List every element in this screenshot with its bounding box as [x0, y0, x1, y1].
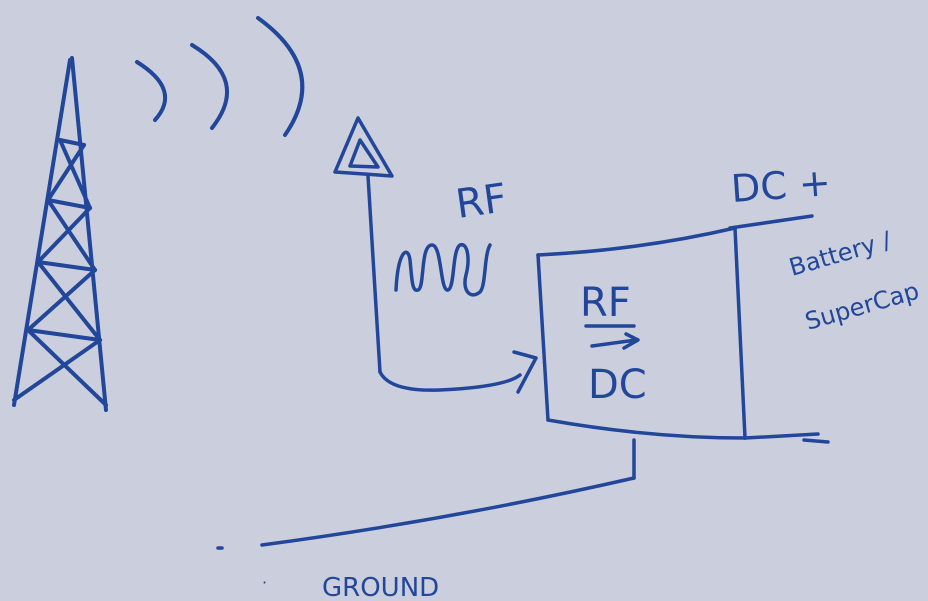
supercap-label: SuperCap — [802, 277, 922, 336]
rf-wave-icon — [394, 243, 492, 297]
tower-icon — [12, 56, 108, 412]
arrow-icon — [512, 350, 538, 394]
converter-rf-label: RF — [580, 280, 631, 326]
converter-dc-label: DC — [588, 362, 647, 408]
dc-output-leads — [728, 214, 830, 444]
rf-wave-label: RF — [453, 175, 510, 228]
dc-plus-label: DC + — [730, 160, 833, 211]
radio-waves-icon — [135, 16, 305, 137]
ground-label: GROUND — [322, 573, 439, 601]
ground-wire — [216, 438, 636, 550]
dot-mark: · — [262, 573, 267, 592]
antenna-icon — [333, 116, 522, 392]
battery-label: Battery / — [786, 226, 895, 282]
converter-box — [536, 226, 747, 440]
